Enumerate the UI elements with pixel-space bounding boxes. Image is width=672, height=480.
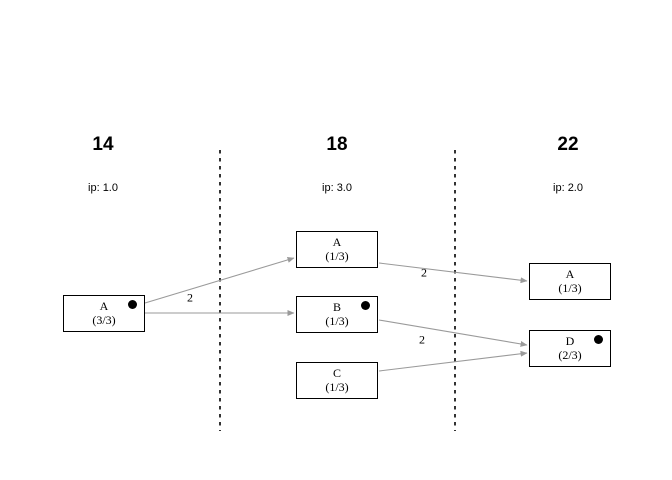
node-n-b-18[interactable]: B(1/3) [296, 296, 378, 333]
edge-n-a-14-to-n-a-18 [144, 257, 295, 304]
node-label: C [332, 366, 341, 380]
edge-weight-e-a18-a22: 2 [421, 265, 427, 280]
token-dot-icon [594, 335, 603, 344]
column-ip-14: ip: 1.0 [88, 182, 118, 194]
node-n-d-22[interactable]: D(2/3) [529, 330, 611, 367]
edge-n-a-18-to-n-a-22 [378, 262, 528, 284]
edge-n-b-18-to-n-d-22 [378, 319, 528, 347]
node-n-a-14[interactable]: A(3/3) [63, 295, 145, 332]
node-marking: (1/3) [558, 281, 582, 295]
column-time-14: 14 [92, 134, 114, 155]
node-marking: (1/3) [325, 249, 349, 263]
edge-group [144, 257, 528, 372]
token-dot-icon [128, 300, 137, 309]
node-n-a-18[interactable]: A(1/3) [296, 231, 378, 268]
node-label: B [332, 300, 341, 314]
node-n-c-18[interactable]: C(1/3) [296, 362, 378, 399]
node-n-a-22[interactable]: A(1/3) [529, 263, 611, 300]
column-time-22: 22 [557, 134, 579, 155]
edge-weight-e-a14-a18: 2 [187, 290, 193, 305]
column-ip-22: ip: 2.0 [553, 182, 583, 194]
edge-n-c-18-to-n-d-22 [378, 350, 528, 372]
node-label: A [565, 267, 575, 281]
node-marking: (1/3) [325, 380, 349, 394]
column-ip-18: ip: 3.0 [322, 182, 352, 194]
edge-weight-e-b18-d22: 2 [419, 332, 425, 347]
node-marking: (3/3) [92, 313, 116, 327]
node-marking: (1/3) [325, 314, 349, 328]
column-divider-group [219, 150, 456, 431]
column-time-18: 18 [326, 134, 348, 155]
token-dot-icon [361, 301, 370, 310]
node-label: A [332, 235, 342, 249]
node-label: D [565, 334, 575, 348]
node-marking: (2/3) [558, 348, 582, 362]
node-label: A [99, 299, 109, 313]
